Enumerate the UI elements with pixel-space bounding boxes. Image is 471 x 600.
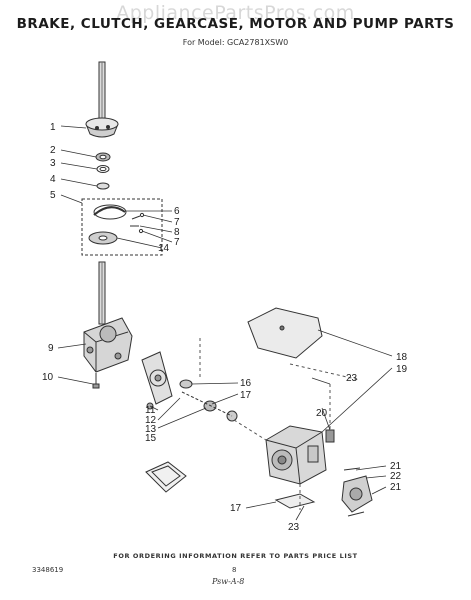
callout-17a: 17 [240,390,252,401]
watermark: AppliancePartsPros.com [116,2,355,24]
callout-23a: 23 [346,373,358,384]
spring-parts-7-8 [130,212,145,234]
drive-shaft [98,261,106,325]
ring-part-3 [96,165,110,173]
callout-19: 19 [396,364,408,375]
cover-panel-part-18 [247,307,323,359]
brake-band-part-6 [93,204,127,220]
page-title: BRAKE, CLUTCH, GEARCASE, MOTOR AND PUMP … [16,16,455,32]
callout-18: 18 [396,352,408,363]
model-subtitle: For Model: GCA2781XSW0 [182,38,289,47]
callout-11: 11 [145,405,156,416]
leader-lines [57,125,393,521]
page-number: 8 [232,566,237,574]
callout-10: 10 [42,372,54,383]
callout-15: 15 [145,433,157,444]
washer-part-2 [95,152,111,162]
pump-part-21 [341,467,373,517]
ordering-footer: FOR ORDERING INFORMATION REFER TO PARTS … [113,552,358,560]
signature-mark: Psw-A-8 [212,577,245,586]
bracket-part-17 [274,493,316,509]
callout-22: 22 [390,471,402,482]
callout-20: 20 [316,408,328,419]
callout-6: 6 [174,206,180,217]
callout-21a: 21 [390,461,402,472]
clutch-drum-part-14 [88,231,118,245]
callout-3: 3 [50,158,56,169]
gasket-part-15 [145,461,187,493]
callout-13: 13 [145,424,157,435]
clip-part-4 [96,182,110,190]
callout-21b: 21 [390,482,402,493]
callout-labels: 1 2 3 4 5 6 7 8 7 14 9 10 11 12 13 15 16… [42,122,408,533]
assembly-guide-lines [199,338,361,510]
callout-16: 16 [240,378,252,389]
callout-17b: 17 [230,503,242,514]
callout-1: 1 [50,122,56,133]
callout-14: 14 [158,243,170,254]
document-number: 3348619 [32,566,64,574]
motor-clip-part-20 [325,429,335,443]
callout-12: 12 [145,415,157,426]
clutch-assembly-frame [81,198,163,256]
callout-7b: 7 [174,237,180,248]
callout-23b: 23 [288,522,300,533]
bolt-part-10 [92,373,100,389]
callout-4: 4 [50,174,56,185]
gearcase-part-9 [83,317,133,373]
callout-8: 8 [174,227,180,238]
callout-9: 9 [48,343,54,354]
callout-5: 5 [50,190,56,201]
callout-7a: 7 [174,217,180,228]
motor-part-19 [265,425,327,485]
adapter-plate [141,351,173,410]
callout-2: 2 [50,145,56,156]
upper-shaft-part [85,61,119,138]
